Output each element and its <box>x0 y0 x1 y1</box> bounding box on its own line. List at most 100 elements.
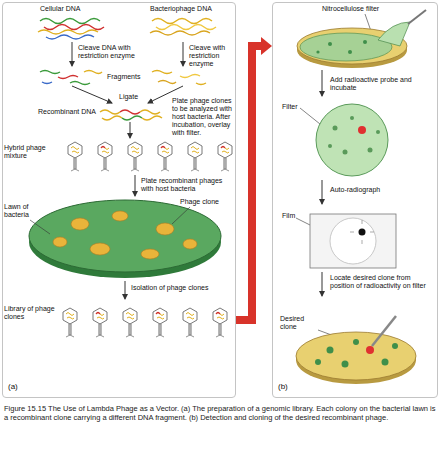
filter-disc <box>368 148 373 153</box>
autoradiograph-film <box>359 229 366 236</box>
phage-library <box>213 308 227 337</box>
flow-arrows <box>125 281 126 299</box>
clone-dish <box>382 359 389 366</box>
recombinant-dna <box>122 116 142 120</box>
filter-on-dish <box>300 33 392 61</box>
flow-arrows <box>72 42 73 66</box>
hybrid-phages <box>68 142 232 171</box>
filter-on-dish <box>348 50 352 54</box>
panel-frame: (b) <box>272 2 438 398</box>
step-label: Filter <box>282 103 322 111</box>
leader-lines <box>318 330 364 347</box>
cellular-dna-strands <box>44 25 104 30</box>
clone-dish <box>353 339 359 345</box>
dna-fragments <box>40 71 206 85</box>
autoradiograph-film <box>370 232 374 233</box>
step-label: Cleave with restriction enzyme <box>189 44 235 68</box>
petri-dish <box>29 206 221 278</box>
hybrid-phages <box>98 142 112 171</box>
dna-fragments <box>84 71 102 74</box>
recombinant-dna <box>120 110 140 114</box>
filter-on-dish <box>378 22 410 46</box>
filter-on-dish <box>316 40 367 54</box>
filter-on-dish <box>297 28 407 64</box>
dna-fragments <box>196 83 206 85</box>
petri-dish <box>29 200 221 272</box>
recombinant-dna <box>102 116 122 120</box>
step-label: Nitrocellulose filter <box>322 5 432 13</box>
filter-disc <box>376 130 380 134</box>
leader-lines <box>30 220 50 234</box>
phage-dna-strands <box>150 19 216 36</box>
leader-lines <box>365 14 372 34</box>
phage-library <box>63 308 227 337</box>
autoradiograph-film <box>350 232 354 233</box>
cellular-dna-strands <box>40 19 100 24</box>
dna-fragments <box>70 82 90 85</box>
clone-dish <box>372 316 396 346</box>
autoradiograph-film <box>362 220 363 224</box>
petri-dish <box>53 237 67 247</box>
recombinant-dna <box>100 110 162 120</box>
step-label: Plate recombinant phages with host bacte… <box>141 177 233 193</box>
arrow-head <box>261 37 272 55</box>
cellular-dna-strands <box>46 35 94 39</box>
dna-fragments <box>40 71 60 74</box>
clone-dish <box>315 339 398 368</box>
petri-dish <box>112 211 128 221</box>
recombinant-dna <box>142 116 162 120</box>
figure-caption: Figure 15.15 The Use of Lambda Phage as … <box>4 404 437 423</box>
leader-lines <box>296 218 312 226</box>
autoradiograph-film <box>330 218 376 264</box>
dna-fragments <box>58 76 78 79</box>
phage-library <box>93 308 107 337</box>
step-label: Cellular DNA <box>40 5 120 13</box>
step-label: Plate phage clones to be analyzed with h… <box>172 97 236 137</box>
flow-arrows <box>135 175 136 196</box>
petri-dish <box>29 200 221 278</box>
phage-dna-strands <box>156 25 216 30</box>
filter-on-dish <box>328 42 332 46</box>
flow-arrows <box>183 42 184 66</box>
filter-on-dish <box>408 10 426 24</box>
flow-arrows <box>322 180 323 204</box>
flow-arrows <box>322 70 323 96</box>
filter-on-dish <box>297 32 407 68</box>
leader-lines <box>30 14 372 347</box>
petri-dish <box>156 223 174 235</box>
connector-line <box>236 46 262 320</box>
panel-letter: (a) <box>8 382 18 391</box>
step-label: Film <box>282 212 312 220</box>
petri-dish <box>71 218 89 230</box>
flow-arrows <box>322 272 323 296</box>
phage-library <box>123 308 137 337</box>
filter-disc <box>328 144 332 148</box>
filter-disc <box>316 104 388 176</box>
filter-on-dish <box>297 10 426 68</box>
autoradiograph-film <box>310 214 396 268</box>
autoradiograph-film <box>310 214 396 268</box>
clone-dish <box>296 336 416 384</box>
panel-letter: (b) <box>278 382 288 391</box>
hybrid-phages <box>218 142 232 171</box>
clone-dish <box>342 361 349 368</box>
hybrid-phages <box>188 142 202 171</box>
step-label: Recombinant DNA <box>26 108 96 116</box>
dna-fragments <box>152 71 172 74</box>
step-label: Auto-radiograph <box>330 186 390 194</box>
dna-fragments <box>42 82 52 84</box>
hybrid-phages <box>128 142 142 171</box>
flow-arrows <box>72 42 322 299</box>
filter-disc <box>316 104 388 176</box>
filter-disc <box>333 126 338 131</box>
step-label: Ligate <box>119 93 149 101</box>
filter-on-dish <box>316 50 319 53</box>
petri-dish <box>53 211 197 259</box>
step-label: Desired clone <box>280 315 320 331</box>
filter-disc <box>350 116 354 120</box>
petri-dish <box>90 243 110 255</box>
cellular-dna-strands <box>38 19 104 40</box>
step-label: Phage clone <box>180 198 236 206</box>
